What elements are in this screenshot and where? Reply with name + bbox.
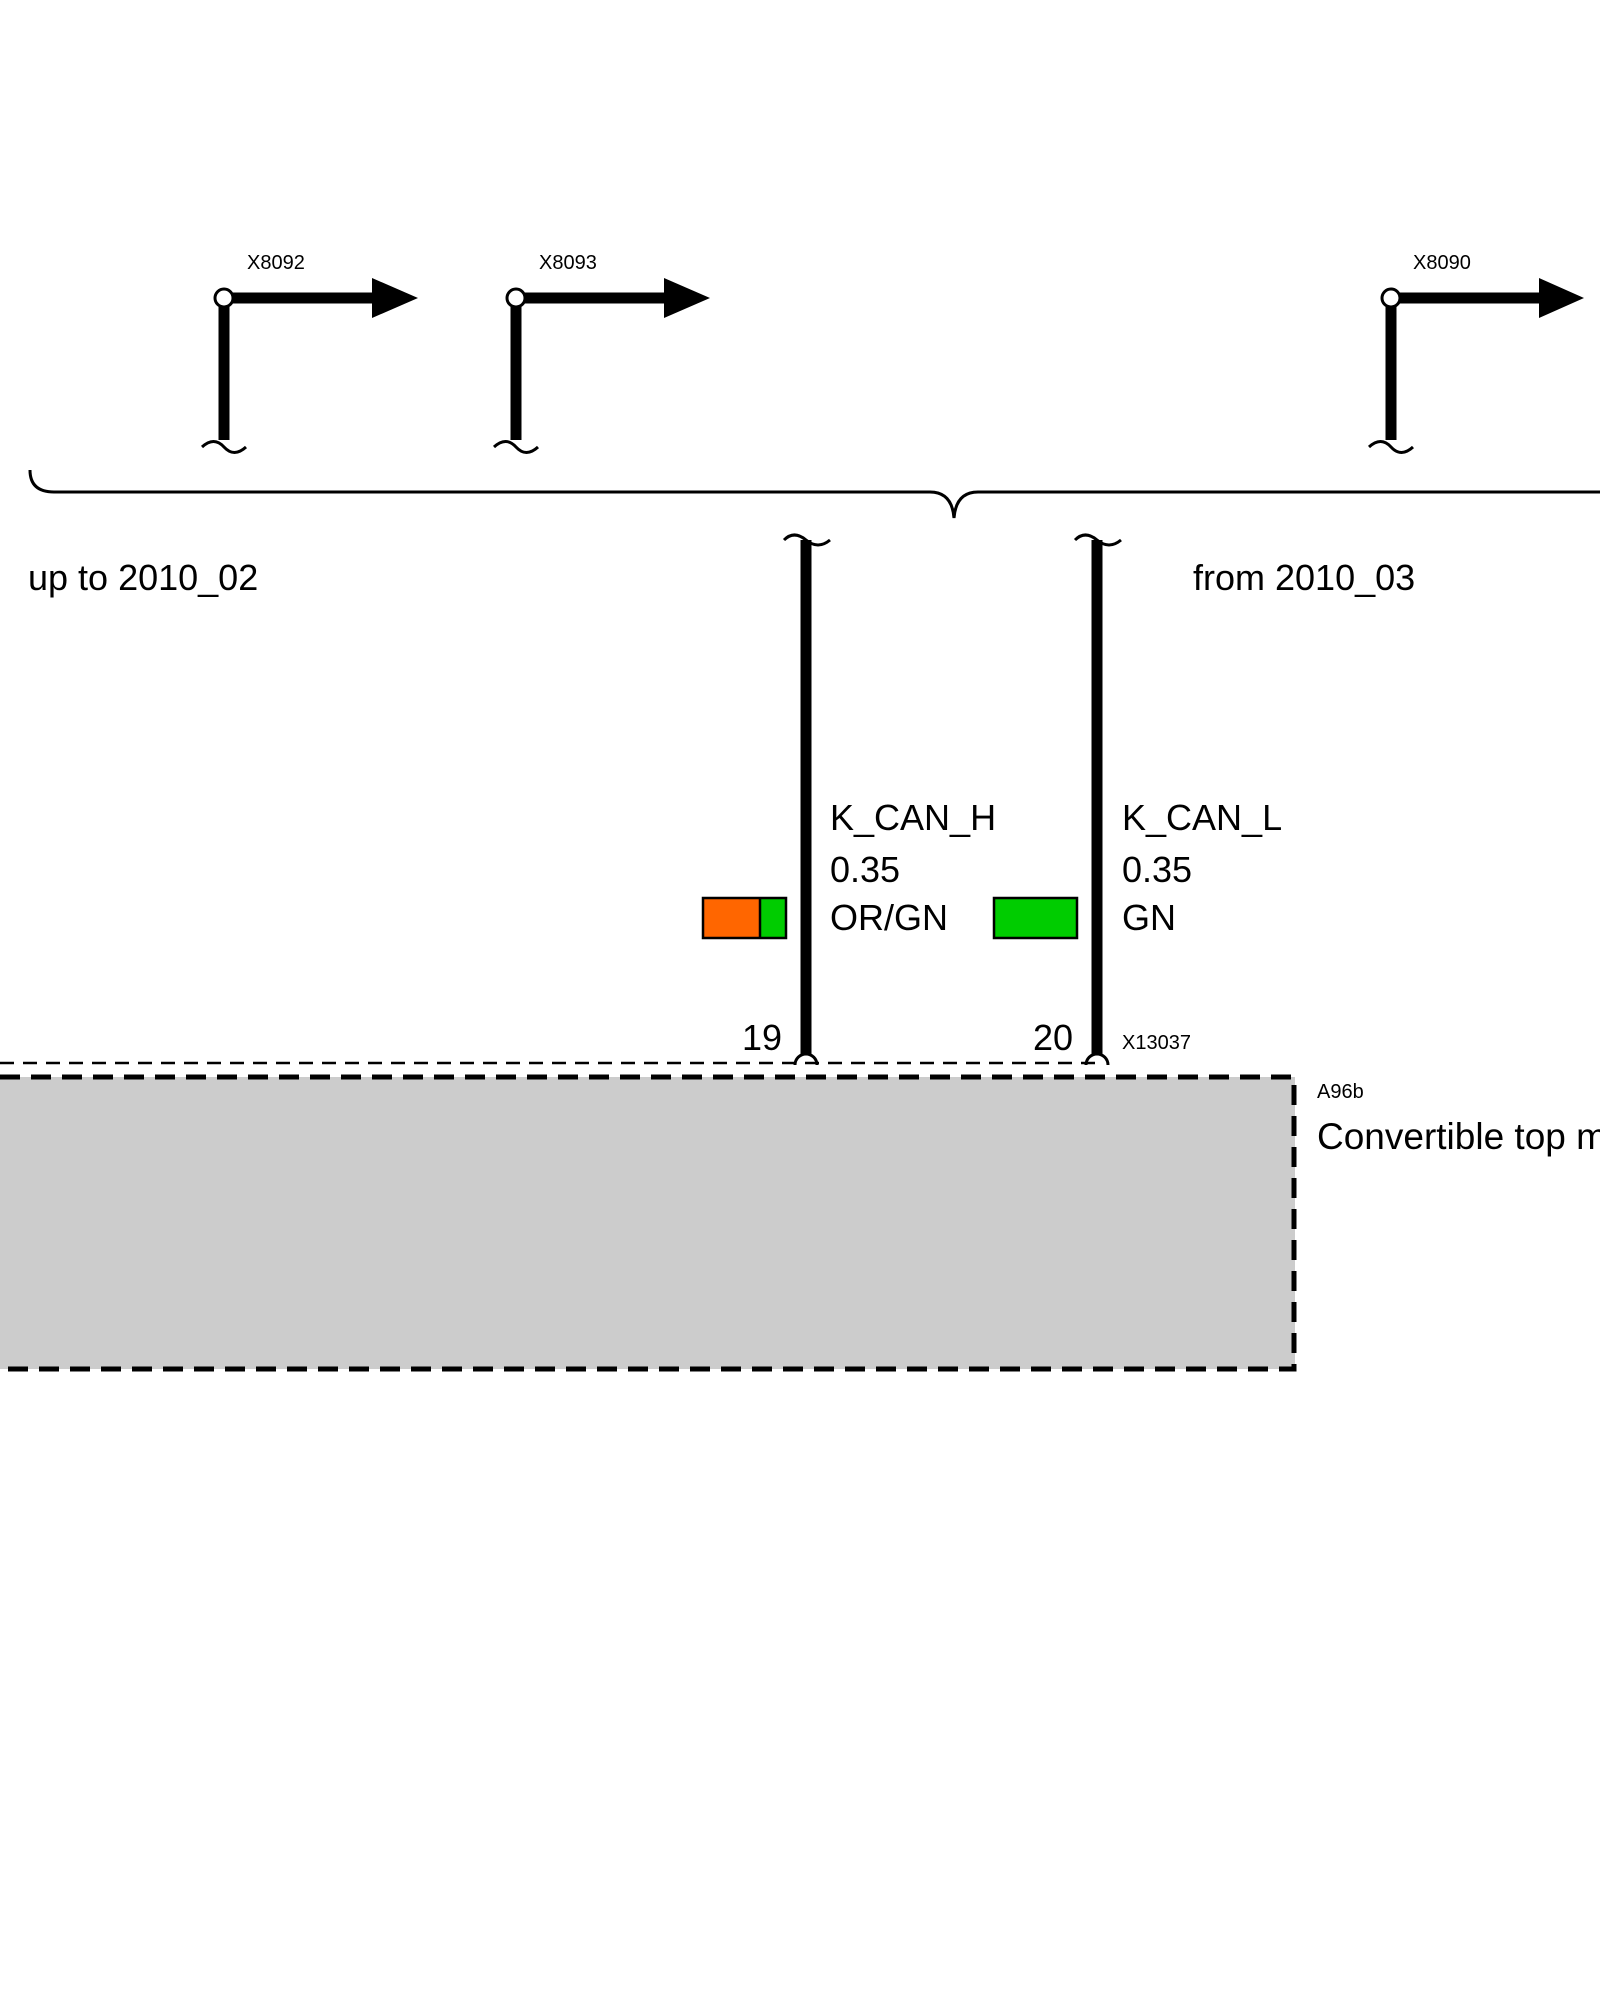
connector-x8093-arrow[interactable] xyxy=(492,278,710,454)
connector-label-x8093: X8093 xyxy=(539,252,597,274)
module-a96b-border xyxy=(0,1074,1297,1372)
module-name: Convertible top m xyxy=(1317,1116,1600,1157)
swatch-gn xyxy=(992,896,1079,940)
connector-label-x13037: X13037 xyxy=(1122,1032,1191,1054)
wire-color-k-can-h: OR/GN xyxy=(830,897,949,938)
wire-color-k-can-l: GN xyxy=(1122,897,1176,938)
wire-signal-k-can-h: K_CAN_H xyxy=(830,797,997,838)
connector-x8092-arrow[interactable] xyxy=(200,278,418,454)
variant-brace xyxy=(28,469,1600,519)
pin-number-20: 20 xyxy=(1033,1017,1074,1058)
connector-x8090-arrow[interactable] xyxy=(1367,278,1584,454)
variant-label-from: from 2010_03 xyxy=(1193,557,1416,598)
pin-number-19: 19 xyxy=(742,1017,783,1058)
wire-signal-k-can-l: K_CAN_L xyxy=(1122,797,1283,838)
connector-label-x8090: X8090 xyxy=(1413,252,1471,274)
wire-gauge-k-can-h: 0.35 xyxy=(830,849,901,890)
variant-label-up-to: up to 2010_02 xyxy=(28,557,259,598)
connector-label-x8092: X8092 xyxy=(247,252,305,274)
wire-gauge-k-can-l: 0.35 xyxy=(1122,849,1193,890)
swatch-or-gn xyxy=(701,896,788,940)
wire-k-can-h[interactable] xyxy=(782,533,831,1066)
module-id: A96b xyxy=(1317,1081,1364,1103)
wire-k-can-l[interactable] xyxy=(1073,533,1122,1066)
module-a96b-body[interactable] xyxy=(0,1077,1295,1369)
